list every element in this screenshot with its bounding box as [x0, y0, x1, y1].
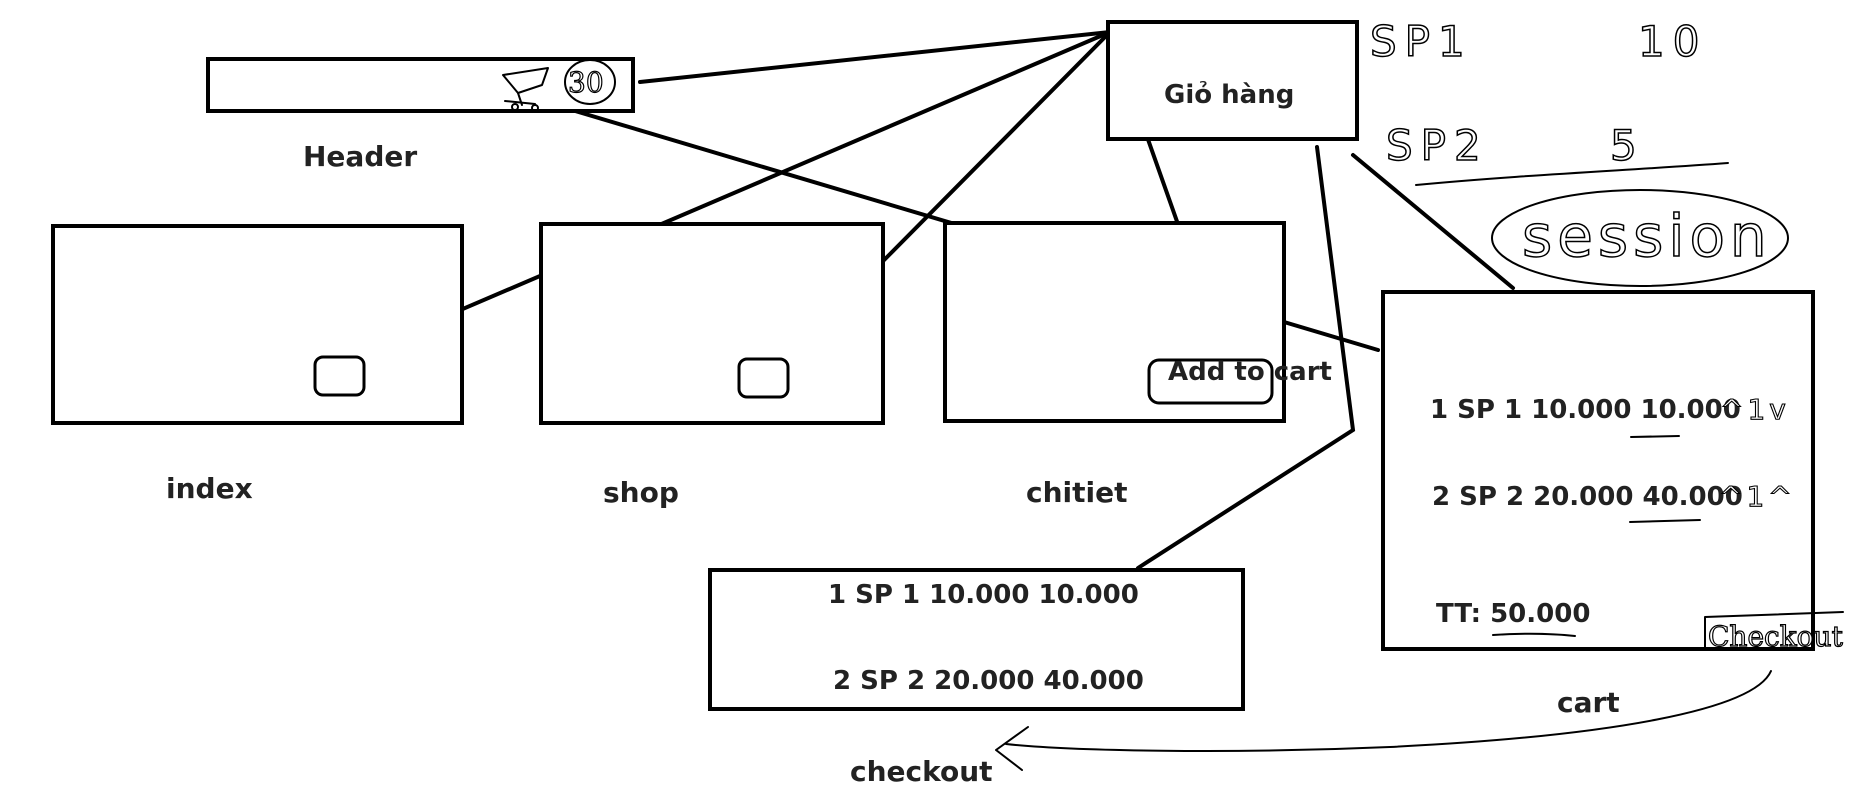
header-to-gio-hang-connector	[638, 30, 1112, 84]
cart-row-1: 1 SP 1 10.000 10.000	[1430, 395, 1741, 425]
chitiet-page: Add to cart chitiet	[943, 221, 1332, 509]
gio-hang-to-cart-connector	[1351, 153, 1515, 290]
header-label: Header	[303, 140, 417, 173]
cart-count: 30	[568, 66, 604, 99]
cart-row-2-mark: ^1^	[1719, 480, 1796, 513]
session-notes: SP1 10 SP2 5 session	[1369, 16, 1789, 287]
gio-hang-title: Giỏ hàng	[1164, 79, 1294, 110]
cart-page-box	[1381, 290, 1815, 651]
cart-icon	[502, 59, 616, 112]
gio-hang-section: Giỏ hàng	[1106, 20, 1359, 141]
checkout-label: checkout	[850, 755, 993, 788]
session-label: session	[1522, 202, 1772, 270]
cart-row-2: 2 SP 2 20.000 40.000	[1432, 482, 1743, 512]
add-to-cart-button[interactable]	[1147, 358, 1274, 405]
session-underline	[1415, 162, 1729, 186]
index-page-box	[51, 224, 464, 425]
header-box	[206, 57, 635, 113]
shop-action-button[interactable]	[737, 357, 790, 399]
cart-row-2-underline	[1629, 519, 1701, 523]
checkout-page: 1 SP 1 10.000 10.000 2 SP 2 20.000 40.00…	[708, 568, 1245, 788]
cart-row-1-mark: ^1v	[1720, 393, 1790, 426]
session-item-sp2-qty: 5	[1610, 121, 1645, 170]
cart-count-badge	[564, 59, 616, 105]
checkout-arrowhead	[995, 726, 1029, 771]
checkout-button-outline[interactable]	[1704, 611, 1844, 651]
cart-total: TT: 50.000	[1436, 599, 1590, 629]
session-item-sp1-name: SP1	[1370, 17, 1473, 66]
checkout-page-box	[708, 568, 1245, 711]
cart-page: 1 SP 1 10.000 10.000 ^1v 2 SP 2 20.000 4…	[1381, 290, 1844, 719]
session-item-sp1-qty: 10	[1638, 17, 1707, 66]
checkout-curve-arrow	[1005, 670, 1772, 752]
shop-page: shop	[539, 222, 885, 509]
session-item-sp2-name: SP2	[1386, 121, 1489, 170]
gio-hang-to-checkout-connector	[1136, 145, 1356, 570]
index-action-button[interactable]	[313, 355, 366, 397]
cart-row-1-underline	[1630, 435, 1680, 438]
cart-total-underline	[1492, 632, 1576, 637]
chitiet-label: chitiet	[1026, 476, 1128, 509]
add-to-cart-label: Add to cart	[1168, 357, 1332, 387]
header-section: 30 Header	[206, 57, 635, 173]
shop-label: shop	[603, 476, 679, 509]
checkout-row-1: 1 SP 1 10.000 10.000	[828, 580, 1139, 610]
index-page: index	[51, 224, 464, 505]
shop-page-box	[539, 222, 885, 425]
index-label: index	[166, 472, 253, 505]
checkout-button-label[interactable]: Checkout	[1707, 619, 1844, 653]
checkout-flow-arrow	[995, 670, 1772, 771]
cart-label: cart	[1557, 686, 1620, 719]
checkout-row-2: 2 SP 2 20.000 40.000	[833, 666, 1144, 696]
session-outline	[1491, 189, 1789, 287]
index-button-to-gio-hang-connector	[365, 30, 1112, 352]
gio-hang-box	[1106, 20, 1359, 141]
